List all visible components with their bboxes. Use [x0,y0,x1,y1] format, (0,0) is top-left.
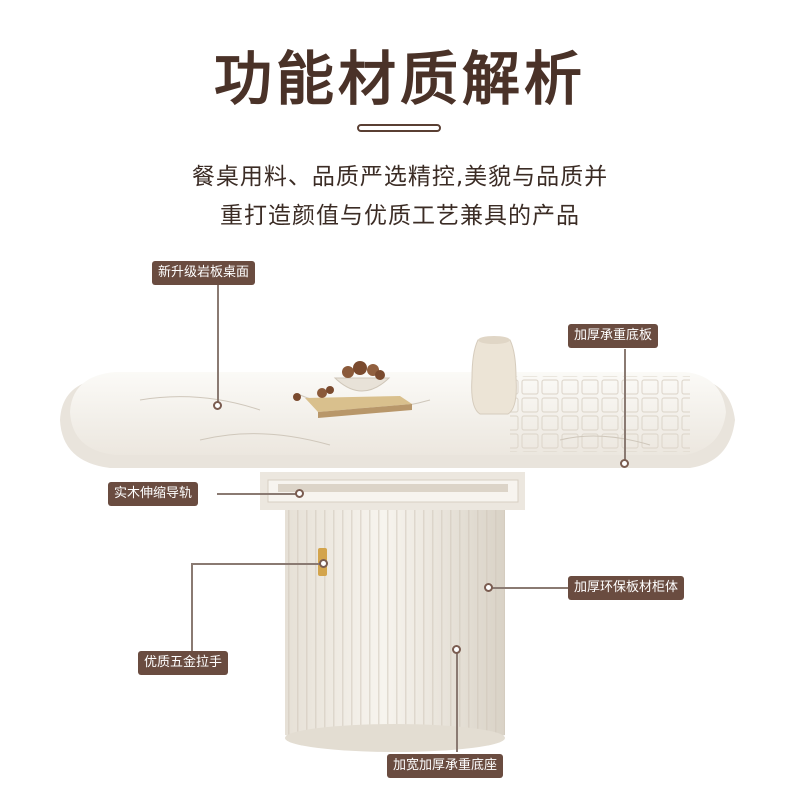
page-title: 功能材质解析 [213,45,586,113]
leader-line-base-board [624,349,626,461]
book-and-bowl [293,361,412,418]
callout-handle: 优质五金拉手 [138,651,229,675]
subtitle-line-2: 重打造颜值与优质工艺兼具的产品 [220,203,580,229]
marker-rail [295,489,304,498]
leader-line-cabinet [490,587,568,589]
leader-line-pedestal [456,650,458,752]
leader-line-tabletop [217,285,219,405]
callout-rail: 实木伸缩导轨 [108,482,199,506]
rail-assembly [260,472,525,510]
callout-tabletop: 新升级岩板桌面 [152,261,256,285]
marker-base-board [620,459,629,468]
vase-decor [471,336,517,415]
marker-tabletop [213,401,222,410]
callout-base-board: 加厚承重底板 [568,324,659,348]
marker-handle [319,559,328,568]
subtitle-line-1: 餐桌用料、品质严选精控,美貌与品质并 [191,164,609,190]
marker-cabinet [484,583,493,592]
marker-pedestal [452,645,461,654]
tabletop [60,372,735,468]
callout-cabinet: 加厚环保板材柜体 [568,576,685,600]
callout-pedestal: 加宽加厚承重底座 [387,754,504,778]
pedestal-cabinet [285,505,505,752]
leader-line-handle-vertical [191,563,193,651]
title-divider [357,124,441,132]
leader-line-handle-horizontal [191,563,323,565]
leader-line-rail [217,493,297,495]
table-illustration [60,336,735,752]
